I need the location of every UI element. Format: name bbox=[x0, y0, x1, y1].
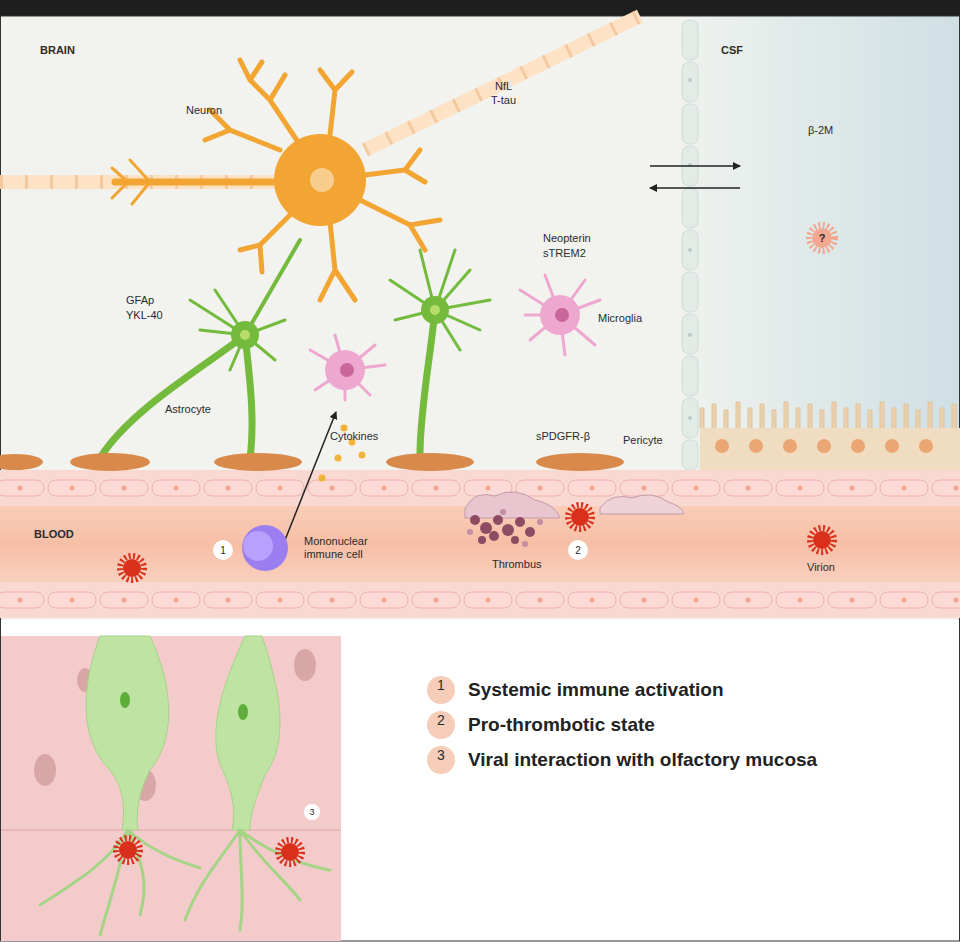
region-label: BRAIN bbox=[40, 44, 75, 57]
cell-label: Neuron bbox=[186, 104, 222, 117]
region-label: BLOOD bbox=[34, 528, 74, 541]
callout-number: 1 bbox=[427, 679, 455, 692]
callout-number: 2 bbox=[568, 544, 588, 557]
biomarker-label: T-tau bbox=[491, 94, 516, 107]
unknown-marker: ? bbox=[812, 232, 832, 245]
legend-text: Pro-thrombotic state bbox=[468, 714, 655, 736]
legend-text: Systemic immune activation bbox=[468, 679, 724, 701]
biomarker-label: NfL bbox=[495, 80, 512, 93]
legend-text: Viral interaction with olfactory mucosa bbox=[468, 749, 817, 771]
structure-label: Virion bbox=[807, 561, 835, 574]
cell-label: Astrocyte bbox=[165, 403, 211, 416]
biomarker-label: GFAp bbox=[126, 294, 154, 307]
callout-number: 3 bbox=[304, 806, 320, 819]
biomarker-label: Neopterin bbox=[543, 232, 591, 245]
cell-label: Pericyte bbox=[623, 434, 663, 447]
cell-label: Microglia bbox=[598, 312, 642, 325]
cytokine-label: Cytokines bbox=[330, 430, 378, 443]
region-label: CSF bbox=[721, 44, 743, 57]
callout-number: 1 bbox=[213, 544, 233, 557]
biomarker-label: sPDGFR-β bbox=[536, 430, 590, 443]
callout-number: 3 bbox=[427, 749, 455, 762]
cell-label: Mononuclear immune cell bbox=[304, 535, 394, 561]
structure-label: Thrombus bbox=[492, 558, 542, 571]
biomarker-label: YKL-40 bbox=[126, 309, 163, 322]
biomarker-label: β-2M bbox=[808, 124, 833, 137]
callout-number: 2 bbox=[427, 714, 455, 727]
biomarker-label: sTREM2 bbox=[543, 247, 586, 260]
